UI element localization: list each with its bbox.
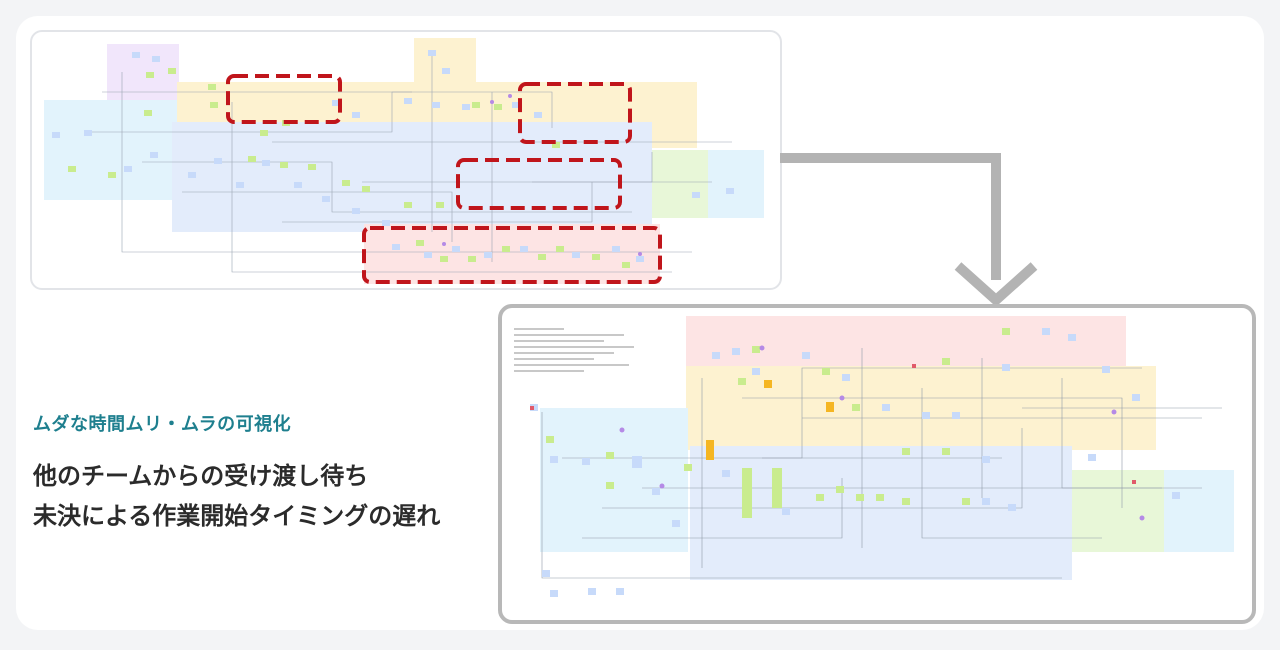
caption-subtitle: ムダな時間ムリ・ムラの可視化	[33, 414, 292, 435]
connector-lines	[541, 348, 1222, 579]
highlight-box-3	[456, 158, 622, 210]
zone-blue	[690, 446, 1072, 580]
process-nodes	[52, 50, 734, 268]
highlight-box-1	[226, 74, 342, 124]
zone-lightblue-left	[44, 100, 194, 200]
zone-purple	[107, 44, 179, 104]
zone-green	[1072, 470, 1164, 552]
before-process-map	[30, 30, 782, 290]
zone-lightblue-right	[708, 150, 764, 218]
caption-main: 他のチームからの受け渡し待ち 未決による作業開始タイミングの遅れ	[33, 456, 440, 536]
highlight-boxes	[226, 74, 662, 284]
zone-green	[652, 150, 708, 218]
zone-pink	[686, 316, 1126, 372]
before-map-canvas	[44, 38, 764, 284]
after-process-map	[498, 304, 1256, 624]
zone-pink	[364, 224, 660, 284]
highlight-box-2	[518, 82, 632, 144]
zone-lightblue-left	[540, 408, 688, 552]
zone-yellow-top	[414, 38, 476, 88]
caption-line-1: 他のチームからの受け渡し待ち	[33, 462, 369, 490]
zone-lightblue-right	[1164, 470, 1234, 552]
process-nodes	[530, 328, 1180, 597]
highlight-box-4	[362, 226, 662, 284]
notes-block	[514, 328, 634, 372]
caption-line-2: 未決による作業開始タイミングの遅れ	[33, 502, 441, 530]
after-map-canvas	[514, 316, 1234, 597]
